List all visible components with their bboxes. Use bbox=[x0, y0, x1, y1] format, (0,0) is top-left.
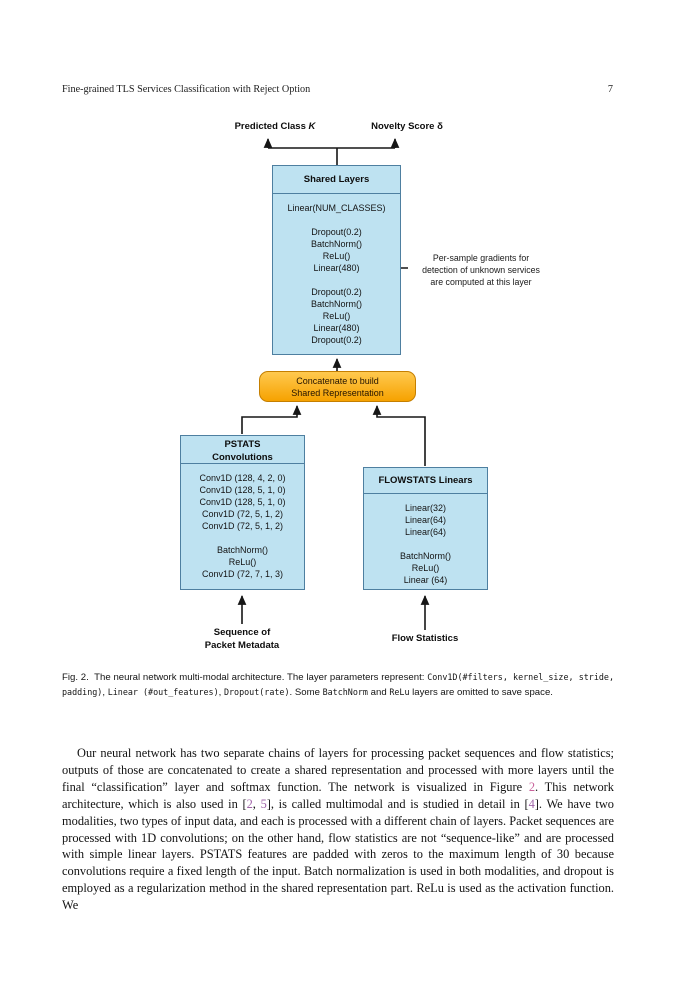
text-line: Flow Statistics bbox=[391, 633, 459, 644]
text-segment: Fig. 2. The neural network multi-modal a… bbox=[62, 672, 428, 683]
output-split-connector bbox=[268, 147, 395, 165]
text-line: Linear(480) bbox=[313, 263, 360, 273]
text-line: Conv1D (128, 5, 1, 0) bbox=[199, 497, 286, 507]
text-line bbox=[181, 532, 304, 544]
text-line bbox=[364, 538, 487, 550]
text-segment: layers are omitted to save space. bbox=[409, 687, 553, 699]
citation-link[interactable]: 4 bbox=[528, 796, 535, 811]
text-line: BatchNorm() bbox=[399, 551, 451, 561]
citation-link[interactable]: 5 bbox=[260, 796, 267, 811]
text-line: BatchNorm() bbox=[310, 299, 362, 309]
text-line: Conv1D (72, 5, 1, 2) bbox=[201, 521, 284, 531]
pstats-to-concat-connector bbox=[241, 404, 302, 434]
page-number: 7 bbox=[607, 84, 613, 95]
text-line: Shared Representation bbox=[291, 388, 384, 398]
shared-layers-title: Shared Layers bbox=[273, 166, 400, 194]
text-segment: Dropout(rate) bbox=[223, 687, 290, 698]
figure-ref-link[interactable]: 2 bbox=[528, 779, 536, 794]
text-line: Conv1D (72, 5, 1, 2) bbox=[201, 509, 284, 519]
text-line: Linear(64) bbox=[404, 527, 447, 537]
shared-layers-list: Linear(NUM_CLASSES) Dropout(0.2) BatchNorm… bbox=[273, 194, 400, 346]
text-segment: . Some bbox=[289, 687, 323, 699]
text-segment: Conv1D(#filters, kernel_size, stride, pa… bbox=[62, 672, 614, 698]
predicted-class-label: Predicted Class K bbox=[205, 120, 345, 133]
novelty-score-text: Novelty Score bbox=[371, 121, 438, 132]
text-segment: ReLu bbox=[389, 687, 410, 698]
text-line: ReLu() bbox=[322, 251, 351, 261]
citation-link[interactable]: 2 bbox=[246, 796, 253, 811]
text-line: PSTATS bbox=[224, 439, 261, 450]
figure-caption: Fig. 2. The neural network multi-modal a… bbox=[62, 670, 614, 701]
text-segment: Linear (#out_features) bbox=[107, 687, 219, 698]
text-line: Linear(NUM_CLASSES) bbox=[287, 203, 386, 213]
text-line: Sequence of bbox=[213, 627, 271, 638]
text-line: ReLu() bbox=[228, 557, 257, 567]
novelty-score-variable: δ bbox=[437, 121, 443, 132]
text-segment: , bbox=[252, 796, 261, 811]
running-head: Fine-grained TLS Services Classification… bbox=[62, 84, 613, 95]
flowstats-title: FLOWSTATS Linears bbox=[364, 468, 487, 494]
text-line: are computed at this layer bbox=[430, 277, 532, 287]
text-line: Dropout(0.2) bbox=[311, 287, 362, 297]
text-line: Conv1D (128, 5, 1, 0) bbox=[199, 485, 286, 495]
novelty-score-label: Novelty Score δ bbox=[337, 120, 477, 133]
text-line: Conv1D (128, 4, 2, 0) bbox=[199, 473, 286, 483]
gradient-annotation: Per-sample gradients for detection of unk… bbox=[401, 252, 561, 288]
text-line: Convolutions bbox=[212, 451, 273, 463]
packet-metadata-input-label: Sequence of Packet Metadata bbox=[172, 626, 312, 652]
predicted-class-text: Predicted Class bbox=[234, 121, 309, 132]
text-line: Conv1D (72, 7, 1, 3) bbox=[201, 569, 284, 579]
text-line bbox=[273, 274, 400, 286]
text-line: Linear(64) bbox=[404, 515, 447, 525]
text-line: ReLu() bbox=[411, 563, 440, 573]
text-line: Linear (64) bbox=[403, 575, 448, 585]
body-paragraph: Our neural network has two separate chai… bbox=[62, 745, 614, 914]
flowstats-linears-box: FLOWSTATS Linears Linear(32)Linear(64)Li… bbox=[363, 467, 488, 590]
flowstats-to-concat-connector bbox=[372, 404, 426, 466]
text-segment: , bbox=[102, 687, 108, 699]
flow-statistics-input-label: Flow Statistics bbox=[355, 632, 495, 645]
text-line: detection of unknown services bbox=[422, 265, 540, 275]
text-line: Linear(32) bbox=[404, 503, 447, 513]
text-segment: . This network architecture, which is al… bbox=[62, 779, 614, 811]
text-segment: ], is called multimodal and is studied i… bbox=[266, 796, 529, 811]
text-segment: and bbox=[367, 687, 390, 699]
text-line: BatchNorm() bbox=[310, 239, 362, 249]
running-title: Fine-grained TLS Services Classification… bbox=[62, 84, 311, 95]
text-line: Concatenate to build bbox=[296, 376, 379, 386]
text-line: Linear(480) bbox=[313, 323, 360, 333]
shared-layers-box: Shared Layers Linear(NUM_CLASSES) Dropout… bbox=[272, 165, 401, 355]
text-segment: , bbox=[218, 687, 224, 699]
text-line: Dropout(0.2) bbox=[311, 335, 362, 345]
predicted-class-variable: K bbox=[308, 121, 316, 132]
text-line: Packet Metadata bbox=[204, 640, 280, 651]
text-line: ReLu() bbox=[322, 311, 351, 321]
text-segment: Our neural network has two separate chai… bbox=[62, 746, 614, 794]
text-line: BatchNorm() bbox=[216, 545, 268, 555]
text-segment: ]. We have two modalities, two types of … bbox=[62, 796, 614, 913]
pstats-layers-list: Conv1D (128, 4, 2, 0) Conv1D (128, 5, 1, … bbox=[181, 464, 304, 580]
text-line bbox=[273, 214, 400, 226]
text-line: Per-sample gradients for bbox=[432, 253, 530, 263]
text-segment: BatchNorm bbox=[322, 687, 368, 698]
text-line: Dropout(0.2) bbox=[311, 227, 362, 237]
flowstats-layers-list: Linear(32) Linear(64) Linear(64) BatchNorm(… bbox=[364, 494, 487, 586]
